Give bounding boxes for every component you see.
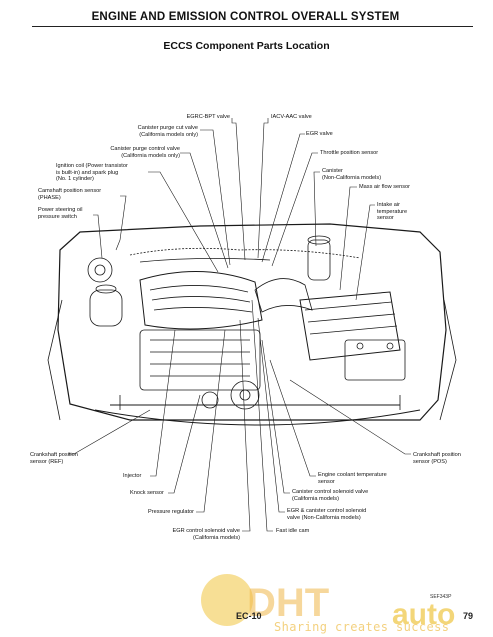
label-injector: Injector <box>123 473 142 479</box>
label-intake-air-temperature-sensor: Intake air temperature sensor <box>377 202 408 222</box>
canister-body <box>307 239 331 281</box>
header-rule <box>32 26 473 27</box>
svg-text:DHT: DHT <box>247 581 329 625</box>
label-engine-coolant-temperature-sensor: Engine coolant temperature sensor <box>318 472 387 485</box>
label-egr-control-solenoid-valve: EGR control solenoid valve (California m… <box>172 528 240 541</box>
right-fender <box>439 299 457 421</box>
label-canister-control-solenoid-valve: Canister control solenoid valve (Califor… <box>292 489 369 502</box>
label-fast-idle-cam: Fast idle cam <box>276 528 310 534</box>
left-fender <box>47 299 63 421</box>
watermark-tagline: Sharing creates success <box>274 620 450 634</box>
battery <box>344 339 406 381</box>
label-crankshaft-position-sensor-pos: Crankshaft position sensor (POS) <box>413 452 461 465</box>
page-number-right: 79 <box>463 611 474 621</box>
front-bumper <box>94 409 421 426</box>
page-title: ECCS Component Parts Location <box>163 40 330 52</box>
label-knock-sensor: Knock sensor <box>130 490 164 496</box>
label-egr-canister-control-solenoid-valve: EGR & canister control solenoid valve (N… <box>287 508 367 521</box>
engine-block <box>139 329 261 391</box>
label-pressure-regulator: Pressure regulator <box>148 509 195 515</box>
figure-code: SEF343P <box>430 594 452 600</box>
section-header: ENGINE AND EMISSION CONTROL OVERALL SYST… <box>91 11 400 23</box>
label-canister: Canister (Non-California models) <box>322 168 382 181</box>
watermark-logo: DHT <box>201 574 329 626</box>
label-crankshaft-position-sensor-ref: Crankshaft position sensor (REF) <box>30 452 78 465</box>
label-egrc-bpt-valve: EGRC-BPT valve <box>186 114 230 120</box>
intake-duct <box>254 278 313 313</box>
page-number: EC-10 <box>236 611 262 621</box>
label-mass-air-flow-sensor: Mass air flow sensor <box>359 184 410 190</box>
label-ignition-coil: Ignition coil (Power transistor is built… <box>56 163 128 183</box>
label-throttle-position-sensor: Throttle position sensor <box>320 150 379 156</box>
intake-plenum <box>139 270 263 330</box>
label-camshaft-position-sensor: Camshaft position sensor (PHASE) <box>38 188 102 201</box>
reservoir <box>89 289 123 327</box>
strut-tower-left <box>87 257 113 283</box>
air-cleaner <box>299 291 401 361</box>
label-power-steering-switch: Power steering oil pressure switch <box>38 207 83 220</box>
body-outline <box>57 223 447 421</box>
watermark-word: auto <box>392 598 456 631</box>
label-iacv-aac-valve: IACV-AAC valve <box>271 114 312 120</box>
label-canister-purge-cut-valve: Canister purge cut valve (California mod… <box>137 125 198 138</box>
label-egr-valve: EGR valve <box>306 131 333 137</box>
label-canister-purge-control-valve: Canister purge control valve (California… <box>110 146 180 159</box>
pulley <box>230 380 260 410</box>
